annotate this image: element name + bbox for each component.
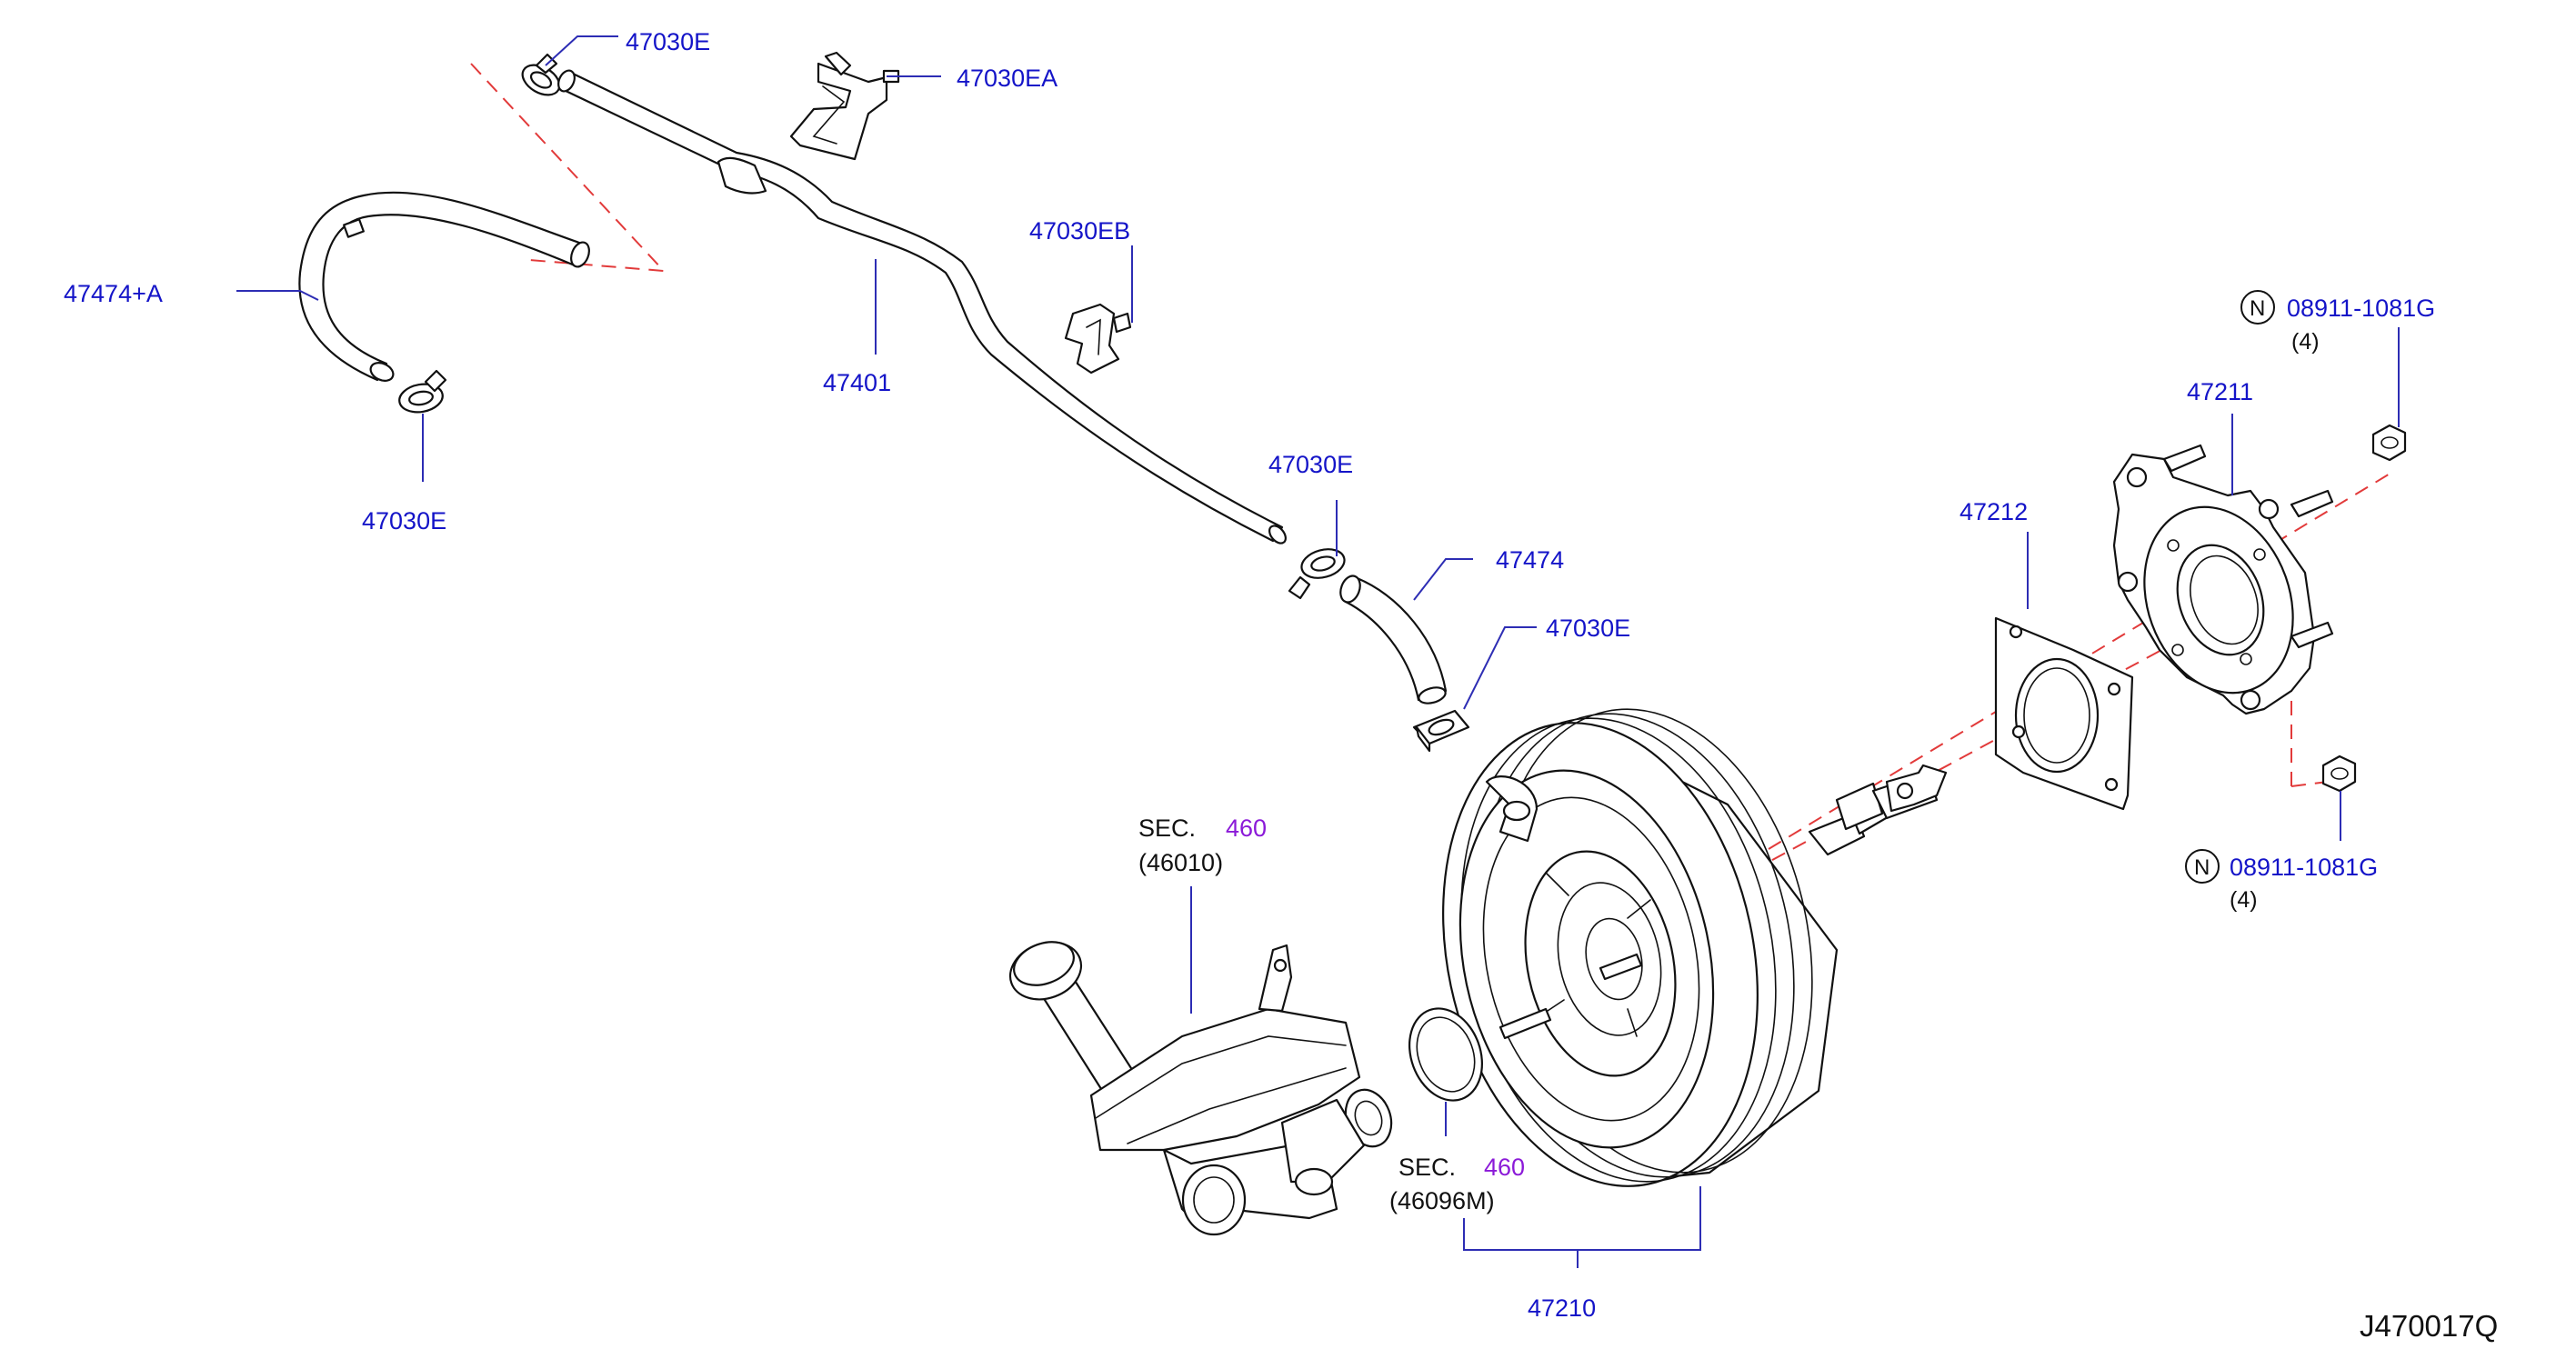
label-hose-short: 47474 xyxy=(1496,546,1564,574)
label-nut-top-code: 08911-1081G xyxy=(2287,295,2435,322)
hose-47401 xyxy=(557,69,1287,545)
n-circle-top xyxy=(2240,290,2275,325)
label-sec-seal-prefix: SEC. xyxy=(1398,1154,1456,1181)
diagram-code: J470017Q xyxy=(2360,1309,2498,1343)
label-bracket-ea: 47030EA xyxy=(957,65,1057,92)
label-bracket-eb: 47030EB xyxy=(1029,217,1130,245)
label-nut-top-qty: (4) xyxy=(2291,329,2320,355)
nut-top xyxy=(2371,424,2407,462)
part-labels: 47030E 47030EA 47474+A 47030E 47401 4703… xyxy=(64,28,2498,1343)
clip-47030E-mid xyxy=(1288,548,1346,600)
bracket-47030EB xyxy=(1064,303,1132,375)
leader-lines xyxy=(236,35,2400,1268)
label-gasket: 47212 xyxy=(1960,498,2028,525)
clip-47030E-top xyxy=(521,53,561,96)
label-booster: 47210 xyxy=(1528,1294,1596,1322)
flange-47211 xyxy=(2112,444,2334,715)
n-mark-top: N xyxy=(2250,296,2265,321)
hose-47474 xyxy=(1339,575,1448,704)
label-flange: 47211 xyxy=(2187,378,2253,405)
bracket-47030EA xyxy=(789,51,900,161)
nut-bottom xyxy=(2321,754,2357,793)
label-sec-mc-num: 460 xyxy=(1226,814,1267,842)
gasket-47212 xyxy=(1994,616,2134,811)
label-hose-main: 47401 xyxy=(823,369,891,396)
label-nut-bottom-qty: (4) xyxy=(2230,887,2258,913)
clip-47030E-lower xyxy=(1412,709,1470,753)
label-clip-mid: 47030E xyxy=(1268,451,1353,478)
clip-47030E-left xyxy=(398,369,447,414)
label-clip-lower: 47030E xyxy=(1546,615,1630,642)
label-sec-mc-ref: (46010) xyxy=(1138,849,1223,876)
label-sec-seal-num: 460 xyxy=(1484,1154,1525,1181)
assembly-centerlines xyxy=(470,63,2392,1052)
master-cylinder-46010 xyxy=(1008,941,1393,1236)
brake-booster-47210 xyxy=(1442,708,1948,1187)
label-sec-mc-prefix: SEC. xyxy=(1138,814,1196,842)
hose-47474A xyxy=(298,191,590,382)
label-clip-top: 47030E xyxy=(626,28,710,55)
n-mark-bottom: N xyxy=(2194,855,2210,880)
label-hose-left: 47474+A xyxy=(64,280,163,307)
label-nut-bottom-code: 08911-1081G xyxy=(2230,854,2378,881)
n-circle-bottom xyxy=(2185,849,2220,884)
label-clip-left-bottom: 47030E xyxy=(362,507,446,535)
label-sec-seal-ref: (46096M) xyxy=(1389,1187,1495,1214)
o-ring-46096M xyxy=(1408,1007,1483,1102)
